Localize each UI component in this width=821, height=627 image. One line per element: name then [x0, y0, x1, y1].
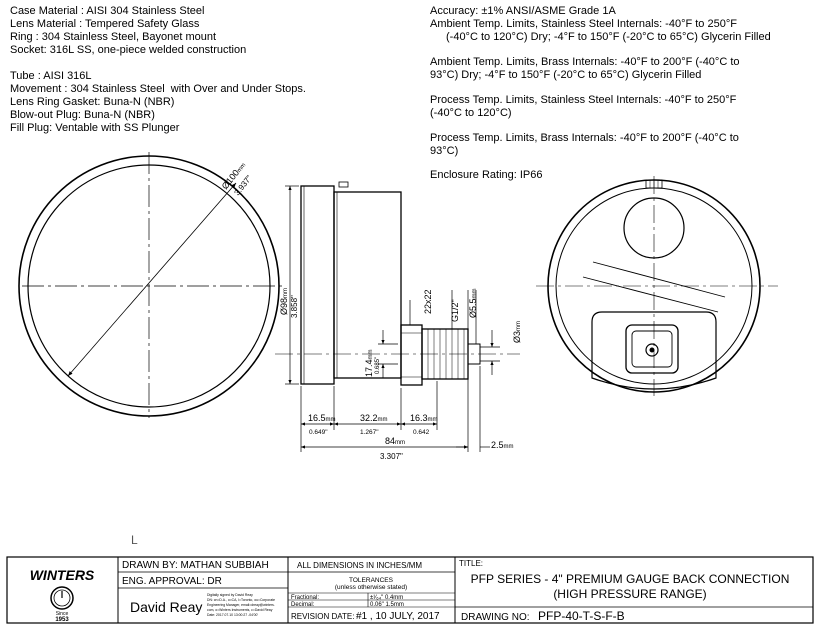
spec-process-ss: Process Temp. Limits, Stainless Steel In… — [430, 94, 737, 106]
spec-line: Case Material : AISI 304 Stainless Steel — [10, 5, 205, 17]
svg-text:REVISION DATE:: REVISION DATE: — [291, 612, 354, 621]
signature: David Reay — [130, 599, 202, 615]
spec-line: Lens Ring Gasket: Buna-N (NBR) — [10, 96, 175, 108]
svg-text:0.649": 0.649" — [309, 429, 328, 436]
svg-text:0.642: 0.642 — [413, 429, 430, 436]
drawing-subtitle: (HIGH PRESSURE RANGE) — [553, 587, 706, 601]
spec-ambient-brass: 93°C) Dry; -4°F to 150°F (-20°C to 65°C)… — [430, 69, 702, 81]
side-view — [300, 181, 481, 386]
spec-line: Movement : 304 Stainless Steel with Over… — [10, 83, 306, 95]
eng-approval: ENG. APPROVAL: DR — [122, 576, 222, 587]
svg-text:Ø3mm: Ø3mm — [512, 321, 522, 343]
spec-line: Blow-out Plug: Buna-N (NBR) — [10, 109, 155, 121]
spec-ambient-brass: Ambient Temp. Limits, Brass Internals: -… — [430, 56, 740, 68]
svg-text:1953: 1953 — [55, 617, 69, 623]
svg-text:Decimal:: Decimal: — [291, 602, 315, 608]
svg-text:0.685": 0.685" — [375, 357, 381, 374]
svg-text:0.06" 1.5mm: 0.06" 1.5mm — [370, 602, 404, 608]
spec-process-ss: (-40°C to 120°C) — [430, 107, 512, 119]
svg-text:3.307": 3.307" — [380, 452, 403, 461]
svg-text:22x22: 22x22 — [423, 289, 433, 314]
spec-line: Socket: 316L SS, one-piece welded constr… — [10, 44, 247, 56]
svg-text:32.2mm: 32.2mm — [360, 413, 388, 423]
svg-text:WINTERS: WINTERS — [30, 567, 95, 583]
back-view — [536, 176, 778, 396]
drawn-by: DRAWN BY: MATHAN SUBBIAH — [122, 560, 269, 571]
title-block-text: DRAWN BY: MATHAN SUBBIAH ENG. APPROVAL: … — [122, 559, 789, 623]
svg-text:Since: Since — [56, 611, 69, 617]
spec-accuracy: Accuracy: ±1% ANSI/ASME Grade 1A — [430, 5, 616, 17]
spec-ambient-ss: (-40°C to 120°C) Dry; -4°F to 150°F (-20… — [446, 31, 771, 43]
spec-line: Fill Plug: Ventable with SS Plunger — [10, 122, 180, 134]
svg-text:2.5mm: 2.5mm — [491, 440, 514, 450]
svg-text:16.5mm: 16.5mm — [308, 413, 336, 423]
svg-text:±¹⁄₆₄" 0.4mm: ±¹⁄₆₄" 0.4mm — [370, 595, 403, 601]
all-dimensions: ALL DIMENSIONS IN INCHES/MM — [297, 561, 422, 570]
svg-text:TITLE:: TITLE: — [459, 559, 483, 568]
svg-text:Ø5.5mm: Ø5.5mm — [468, 288, 478, 318]
spec-line: Ring : 304 Stainless Steel, Bayonet moun… — [10, 31, 217, 43]
spec-line: Lens Material : Tempered Safety Glass — [10, 18, 200, 30]
svg-text:Digitally signed by David Reay: Digitally signed by David Reay — [207, 593, 253, 597]
svg-text:(unless otherwise stated): (unless otherwise stated) — [335, 584, 407, 591]
svg-text:Engineering Manager, email=dre: Engineering Manager, email=dreay@winters… — [207, 603, 275, 607]
svg-text:DRAWING NO:: DRAWING NO: — [461, 612, 530, 623]
front-view — [18, 152, 282, 418]
svg-text:1.267": 1.267" — [360, 429, 379, 436]
svg-text:G1/2": G1/2" — [450, 299, 460, 322]
svg-text:3.858": 3.858" — [290, 295, 299, 318]
spec-enclosure: Enclosure Rating: IP66 — [430, 169, 543, 181]
side-view-dim-labels: Ø98mm 3.858" 17.4mm 0.685" 22x22 G1/2" Ø… — [279, 288, 522, 461]
svg-text:TOLERANCES: TOLERANCES — [349, 577, 394, 584]
svg-text:17.4mm: 17.4mm — [364, 349, 374, 377]
svg-text:Date: 2017.07.10 13:00:27 -04': Date: 2017.07.10 13:00:27 -04'00' — [207, 613, 258, 617]
drawing-number: PFP-40-T-S-F-B — [538, 609, 625, 623]
side-view-dimensions — [285, 185, 500, 452]
svg-text:com, o=Winters Instruments, c=: com, o=Winters Instruments, c=David Reay — [207, 608, 273, 612]
svg-text:84mm: 84mm — [385, 436, 405, 446]
spec-line: Tube : AISI 316L — [10, 70, 92, 82]
revision-date: #1 , 10 JULY, 2017 — [356, 611, 440, 622]
spec-process-brass: 93°C) — [430, 145, 459, 157]
svg-text:Fractional:: Fractional: — [291, 595, 319, 601]
svg-text:Ø98mm: Ø98mm — [279, 288, 289, 315]
title-block — [6, 556, 814, 624]
winters-logo: WINTERS Since 1953 — [30, 567, 95, 623]
svg-text:DN: cn=D.A., o=CA, l=Toronto,: DN: cn=D.A., o=CA, l=Toronto, ou=Corpora… — [207, 598, 275, 602]
drawing-title: PFP SERIES - 4" PREMIUM GAUGE BACK CONNE… — [471, 572, 790, 586]
spec-ambient-ss: Ambient Temp. Limits, Stainless Steel In… — [430, 18, 737, 30]
spec-process-brass: Process Temp. Limits, Brass Internals: -… — [430, 132, 739, 144]
stray-mark: L — [131, 533, 138, 547]
specs-left: Case Material : AISI 304 Stainless Steel… — [10, 5, 306, 135]
svg-text:16.3mm: 16.3mm — [410, 413, 438, 423]
